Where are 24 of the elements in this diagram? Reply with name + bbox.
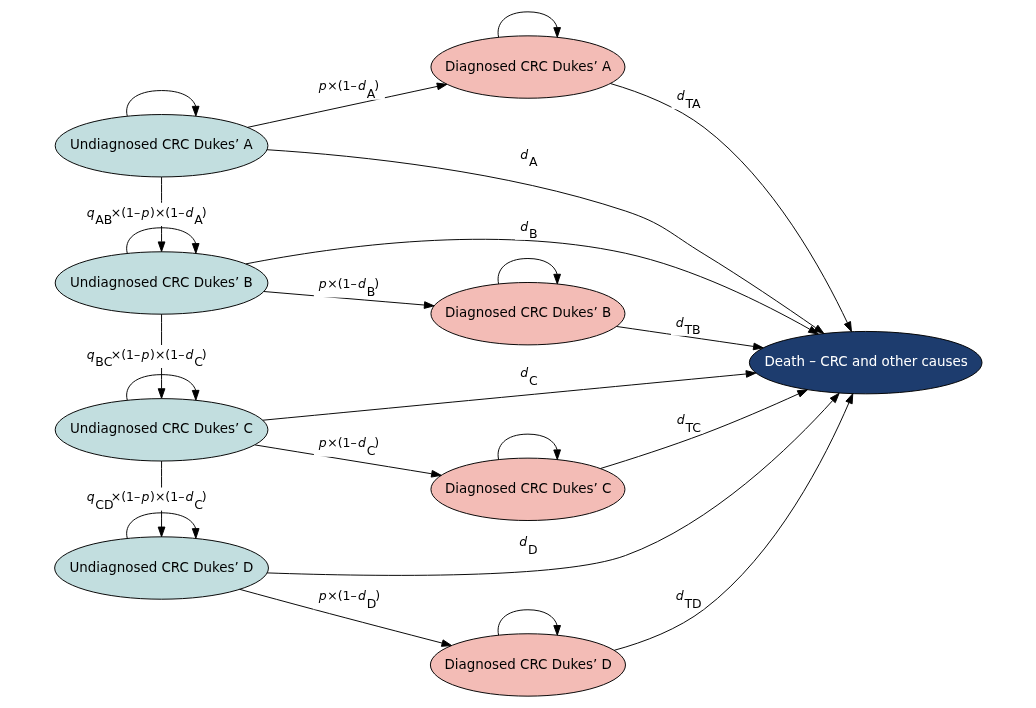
arrow <box>125 90 199 117</box>
arrow <box>266 392 840 576</box>
arrow <box>254 444 442 478</box>
arrow <box>246 82 447 128</box>
node-ellipse: Undiagnosed CRC Dukes’ A <box>54 114 268 178</box>
arrow <box>497 258 561 285</box>
arrow <box>262 291 434 309</box>
arrow <box>125 374 199 401</box>
arrow <box>599 389 808 469</box>
arrow <box>125 512 199 539</box>
node-ellipse: Diagnosed CRC Dukes’ A <box>429 35 625 99</box>
arrow <box>497 11 561 38</box>
node-ellipse: Undiagnosed CRC Dukes’ C <box>54 398 268 462</box>
arrow <box>613 393 853 651</box>
arrow <box>125 227 199 254</box>
node-ellipse: Undiagnosed CRC Dukes’ D <box>53 536 269 600</box>
arrow <box>497 609 561 636</box>
arrow <box>261 370 756 421</box>
arrow <box>497 433 561 460</box>
node-ellipse: Diagnosed CRC Dukes’ D <box>429 633 626 697</box>
arrow <box>615 326 764 351</box>
node-ellipse: Undiagnosed CRC Dukes’ B <box>54 251 268 315</box>
node-ellipse: Diagnosed CRC Dukes’ B <box>429 282 625 346</box>
node-ellipse: Death – CRC and other causes <box>748 330 982 395</box>
